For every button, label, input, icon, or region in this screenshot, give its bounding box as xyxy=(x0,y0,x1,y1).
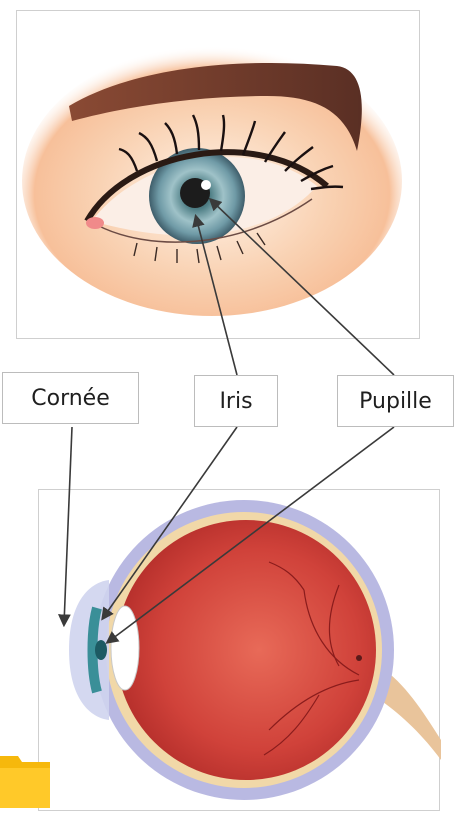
label-pupil: Pupille xyxy=(337,375,454,427)
arrow-iris-bottom xyxy=(103,427,237,618)
label-pupil-text: Pupille xyxy=(359,389,432,414)
arrow-pupil-top xyxy=(211,200,394,375)
label-iris: Iris xyxy=(194,375,278,427)
folder-icon[interactable] xyxy=(0,748,52,810)
label-iris-text: Iris xyxy=(219,389,252,414)
arrow-iris-top xyxy=(196,217,237,375)
label-cornea: Cornée xyxy=(2,372,139,424)
label-cornea-text: Cornée xyxy=(31,386,110,411)
arrow-cornea xyxy=(64,427,72,624)
arrow-pupil-bottom xyxy=(108,427,394,642)
